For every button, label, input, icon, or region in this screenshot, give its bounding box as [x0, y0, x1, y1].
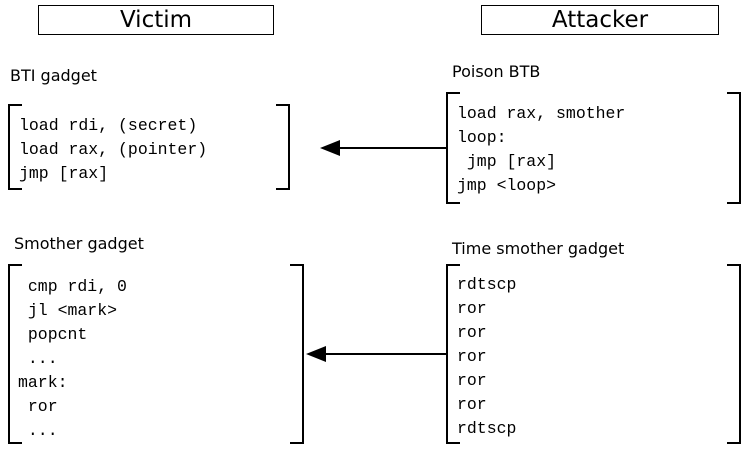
time-smother-gadget-line: ror: [457, 299, 487, 318]
attacker-header: Attacker: [481, 5, 719, 35]
poison-btb-code: load rax, smother loop: jmp [rax] jmp <loo…: [457, 102, 625, 198]
time-smother-gadget-code: rdtscp ror ror ror ror ror rdtscp: [457, 273, 516, 441]
time-smother-gadget-line: ror: [457, 323, 487, 342]
poison-btb-title: Poison BTB: [452, 62, 541, 81]
poison-btb-line: jmp [rax]: [457, 152, 557, 171]
bti-gadget-right-bracket: [276, 104, 290, 190]
time-smother-gadget-line: ror: [457, 371, 487, 390]
poison-btb-right-bracket: [727, 92, 741, 204]
poison-btb-line: load rax, smother: [457, 104, 626, 123]
smother-gadget-line: ror: [18, 397, 58, 416]
smother-gadget-line: jl <mark>: [18, 301, 118, 320]
time-smother-gadget-line: ror: [457, 395, 487, 414]
bti-gadget-code: load rdi, (secret) load rax, (pointer) jmp…: [19, 114, 207, 186]
time-smother-gadget-line: ror: [457, 347, 487, 366]
bti-gadget-line: load rdi, (secret): [19, 116, 198, 135]
smother-gadget-left-bracket: [8, 264, 22, 444]
time-smother-gadget-line: rdtscp: [457, 275, 517, 294]
poison-btb-line: loop:: [457, 128, 507, 147]
smother-gadget-line: mark:: [18, 373, 68, 392]
smother-gadget-code: cmp rdi, 0 jl <mark> popcnt ... mark: ror…: [18, 275, 127, 443]
time-smother-gadget-title: Time smother gadget: [452, 239, 625, 258]
poison-btb-line: jmp <loop>: [457, 176, 557, 195]
time-smother-gadget-right-bracket: [727, 264, 741, 444]
smother-gadget-line: ...: [18, 421, 58, 440]
bti-gadget-left-bracket: [8, 104, 22, 190]
bti-gadget-line: jmp [rax]: [19, 164, 109, 183]
smother-gadget-right-bracket: [290, 264, 304, 444]
smother-gadget-line: cmp rdi, 0: [18, 277, 127, 296]
attacker-header-label: Attacker: [551, 6, 649, 33]
bti-gadget-line: load rax, (pointer): [19, 140, 208, 159]
smother-gadget-line: ...: [18, 349, 58, 368]
smother-gadget-title: Smother gadget: [14, 234, 144, 253]
arrow-poison-to-bti: [320, 140, 446, 156]
smother-gadget-line: popcnt: [18, 325, 88, 344]
victim-header: Victim: [38, 5, 274, 35]
bti-gadget-title: BTI gadget: [10, 66, 97, 85]
time-smother-gadget-left-bracket: [446, 264, 460, 444]
poison-btb-left-bracket: [446, 92, 460, 204]
victim-header-label: Victim: [119, 6, 193, 33]
time-smother-gadget-line: rdtscp: [457, 419, 517, 438]
arrow-time-to-smother: [306, 346, 446, 362]
